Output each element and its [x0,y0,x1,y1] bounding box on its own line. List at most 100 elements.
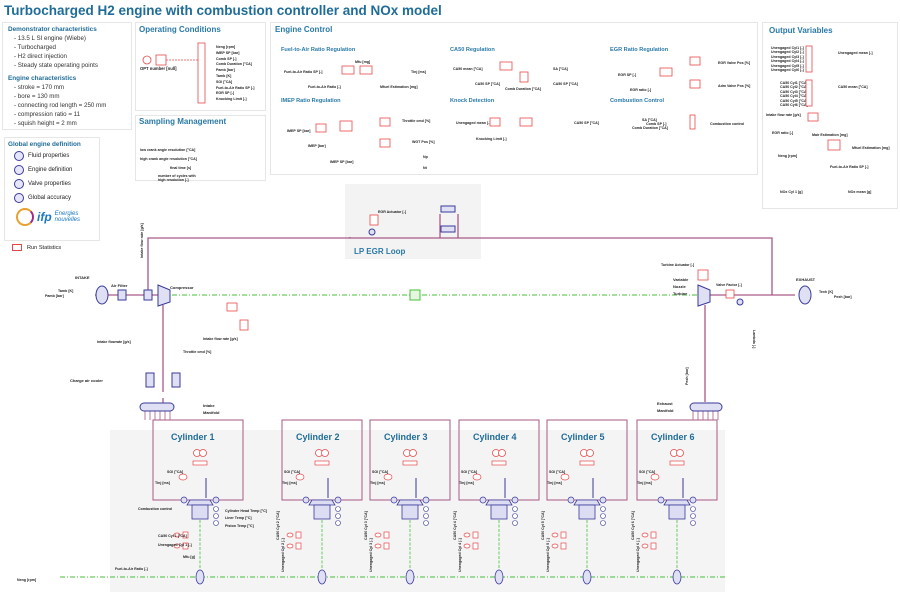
cylinder-frames [152,419,718,501]
unengaged-label: Unengaged Cyl 5 [-] [546,538,550,572]
injector-controller-icon [579,460,595,466]
intake-valve-icon [302,496,310,504]
global-accuracy-item[interactable]: Global accuracy [14,191,96,205]
crank-icon [672,569,682,585]
operating-heading: Operating Conditions [139,25,221,34]
sensor-block-icon [383,542,390,550]
demo-item: - Steady state operating points [14,62,98,69]
thermal-node-icon [335,513,341,519]
item-label: Global accuracy [28,195,72,201]
ctl-label: EGR SP [-] [618,73,637,77]
unengaged-cyl-label: Unengaged Cyl3 [-] [771,54,804,59]
ctl-label: Throttle cmd [%] [402,119,431,123]
crank-icon [317,569,327,585]
mfu-label: Mfu [g] [183,555,195,559]
cylinder-head-icon [573,499,601,506]
output-heading: Output Variables [769,26,833,35]
ctl-label: SA [°CA] [553,67,568,71]
ca50-cyl-label: CA50 Cyl3 [°CA] [780,89,808,94]
signal-icon [295,473,305,481]
cylinder-title[interactable]: Cylinder 5 [561,432,605,442]
tinj-label: Tinj [ms] [155,481,170,485]
tinj-label: Tinj [ms] [282,481,297,485]
lambda-label: Lambda [-] [752,330,756,349]
crank-icon [494,569,504,585]
compressor-label: Compressor [170,285,194,290]
sampling-label: final time [s] [170,166,192,170]
ctl-label: CA50 SP [°CA] [574,121,599,125]
crank-icon [405,569,415,585]
sampling-panel [135,115,266,181]
ctl-label: SA [°CA] [642,118,657,122]
sensor-block-icon [472,531,479,539]
ca50-label: CA50 Cyl 2 [°CA] [276,511,280,540]
operating-output-label: Knocking Limit [-] [216,97,247,102]
valve-properties-item[interactable]: Valve properties [14,177,96,191]
sensor-block-icon [182,542,189,550]
cylinder-head-icon [485,499,513,506]
engine-char-item: - bore = 130 mm [14,93,60,100]
exhaust-valve-icon [334,496,342,504]
ctl-label: IMEP SP [bar] [287,129,311,133]
unengaged-cyl-label: Unengaged Cyl2 [-] [771,50,804,55]
signal-icon [641,532,649,538]
intake-valve-icon [180,496,188,504]
intake-label: INTAKE [75,275,90,280]
cylinder-title[interactable]: Cylinder 1 [171,432,215,442]
run-statistics-label: Run Statistics [27,244,62,251]
sampling-heading: Sampling Management [139,117,227,126]
knock-heading: Knock Detection [450,98,495,104]
liner-temp-label: Liner Temp [°C] [225,516,252,520]
cylinder-title[interactable]: Cylinder 4 [473,432,517,442]
cylinder-title[interactable]: Cylinder 6 [651,432,695,442]
air-filter-icon [117,289,127,301]
thermal-node-icon [600,513,606,519]
shaft-coupling-icon [409,289,421,301]
thermal-node-icon [213,506,219,512]
cylinder-title[interactable]: Cylinder 2 [296,432,340,442]
comb-heading: Combustion Control [610,98,665,104]
ctl-label: Fuel-to-Air Ratio [-] [308,85,341,89]
fluid-properties-item[interactable]: Fluid properties [14,149,96,163]
intake-valve-icon [567,496,575,504]
signal-icon [286,543,294,549]
ctl-label: Mfu [mg] [355,60,371,64]
cylinder-title[interactable]: Cylinder 3 [384,432,428,442]
engine-chars-list: - stroke = 170 mm - bore = 130 mm - conn… [14,83,126,128]
ca50-cyl-label: CA50 Cyl5 [°CA] [780,98,808,103]
engine-char-item: - connecting rod length = 250 mm [14,102,107,109]
out-label: Unengaged mean [-] [838,51,873,55]
ctl-label: Comb SP [-] [646,122,667,126]
run-statistics[interactable]: Run Statistics [12,244,61,251]
tinj-label: Tinj [ms] [459,481,474,485]
sampling-label: high crank angle resolution [°CA] [140,157,197,161]
runners [144,410,719,420]
ctl-label: Fuel-to-Air Ratio SP [-] [284,70,323,74]
intake-flow-label: Intake flow rate [g/s] [203,337,238,341]
sensor-block-icon [182,531,189,539]
combustion-control-label: Combustion control [138,507,173,511]
global-def-heading: Global engine definition [8,141,81,148]
valve-icon [14,179,24,189]
tamb-label: Tamb [K] [58,289,74,293]
exhaust-valve-icon [689,496,697,504]
intake-manifold-label: Intake Manifold [203,403,220,415]
compressor-icon [157,284,171,307]
cylinder-head-icon [396,499,424,506]
sensor-icon [199,449,207,457]
cylinder-icon [191,504,209,520]
thermal-node-icon [512,513,518,519]
ca50-cyl-label: CA50 Cyl6 [°CA] [780,103,808,107]
crank-icon [195,569,205,585]
injector-controller-icon [669,460,685,466]
cylinder-icon [668,504,686,520]
sensor-icon [321,449,329,457]
sensor-icon [409,449,417,457]
cylinder-head-icon [186,499,214,506]
engine-definition-item[interactable]: Engine definition [14,163,96,177]
signal-icon [178,473,188,481]
opt-number-label: OPT number [null] [140,66,177,71]
thermal-node-icon [423,520,429,526]
soi-label: SOI [°CA] [372,470,389,474]
